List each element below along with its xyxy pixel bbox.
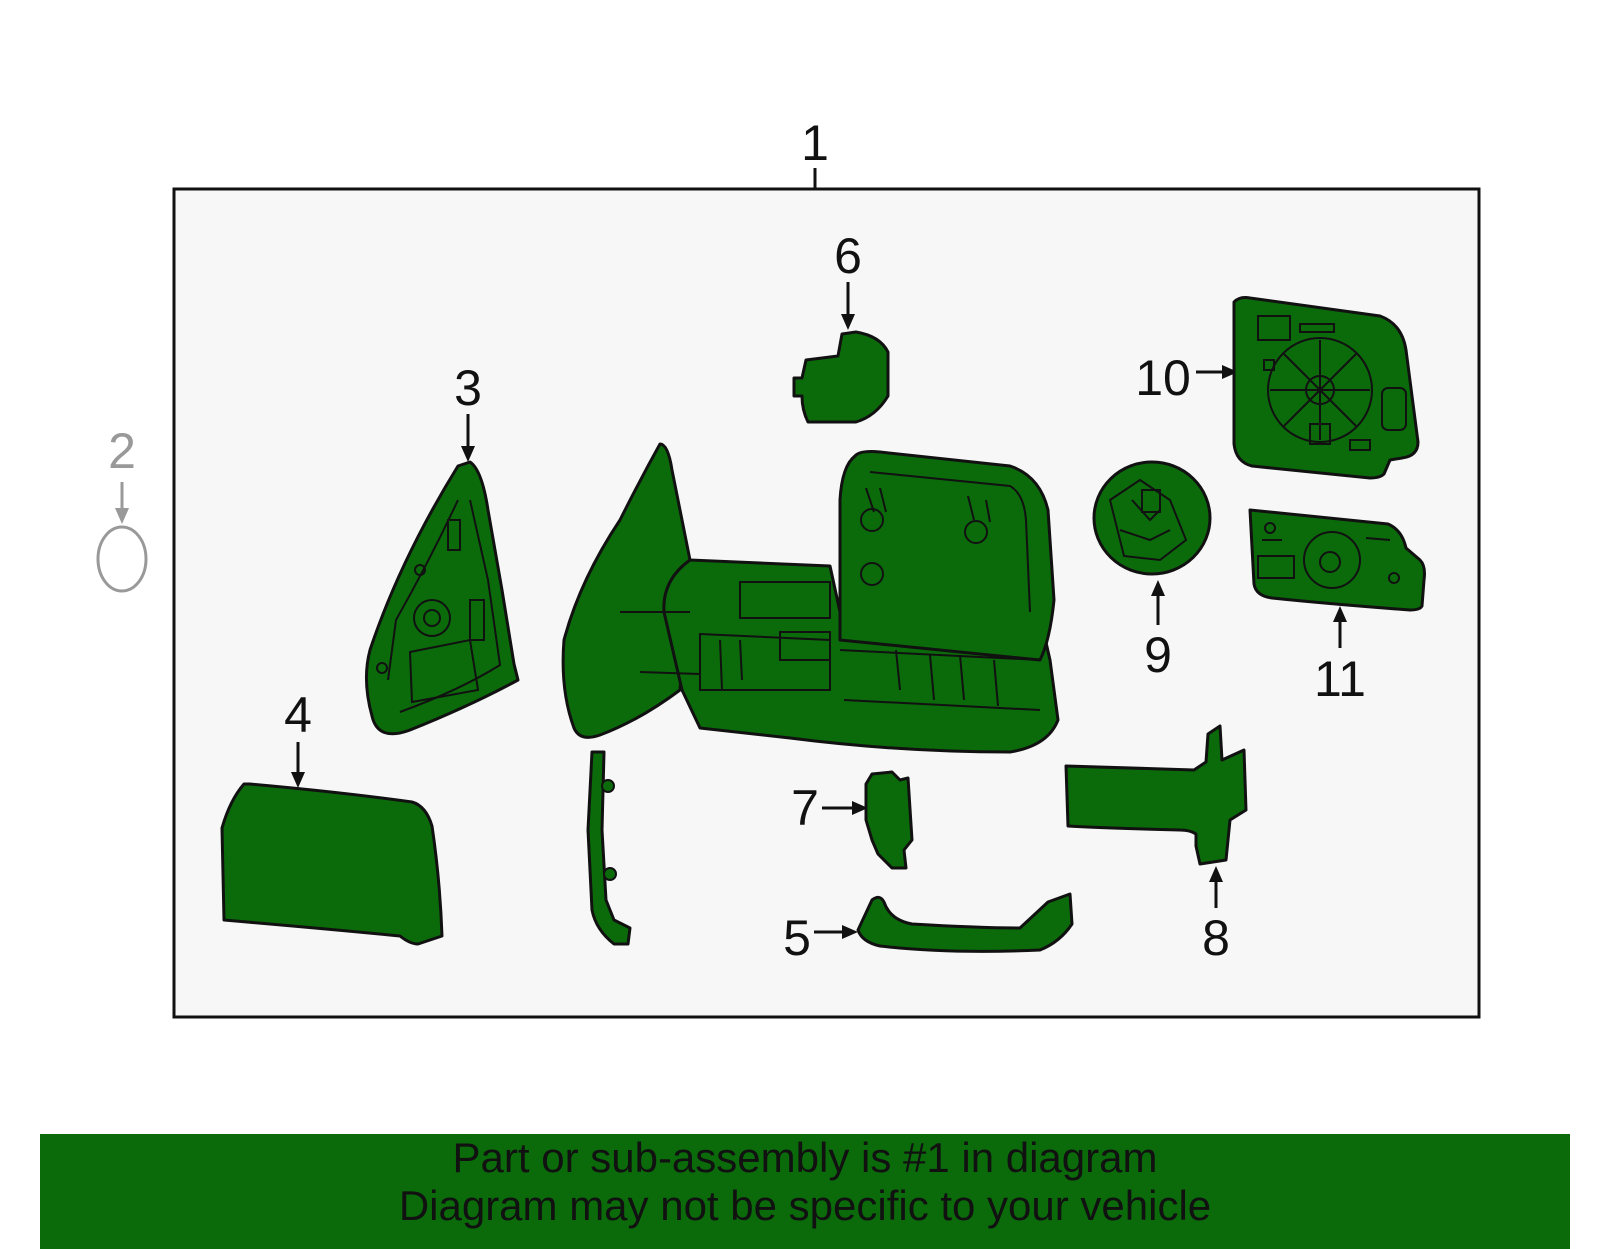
callout-11[interactable]: 11	[1314, 651, 1366, 707]
leader-arrows	[115, 282, 1347, 939]
callout-1[interactable]: 1	[801, 115, 829, 171]
callout-4[interactable]: 4	[284, 687, 312, 743]
callout-6[interactable]: 6	[834, 228, 862, 284]
part-1-mirror-assembly[interactable]	[561, 442, 1060, 946]
callout-10[interactable]: 10	[1135, 350, 1191, 406]
banner-line-2: Diagram may not be specific to your vehi…	[398, 1182, 1212, 1229]
part-10-mirror-glass[interactable]	[1232, 296, 1420, 480]
banner-line-1: Part or sub-assembly is #1 in diagram	[452, 1134, 1158, 1181]
callout-3[interactable]: 3	[454, 360, 482, 416]
part-5-lower-trim[interactable]	[856, 892, 1074, 953]
part-9-motor-disc[interactable]	[1092, 460, 1212, 576]
part-8-signal-bar[interactable]	[1064, 724, 1248, 866]
disclaimer-banner: Part or sub-assembly is #1 in diagram Di…	[40, 1134, 1570, 1249]
part-2-ring[interactable]	[96, 525, 148, 593]
part-7-clip[interactable]	[864, 770, 914, 870]
part-4-skull-cap[interactable]	[220, 782, 444, 946]
callout-7[interactable]: 7	[791, 780, 819, 836]
callout-2[interactable]: 2	[108, 423, 136, 479]
callout-8[interactable]: 8	[1202, 910, 1230, 966]
part-3-housing-frame[interactable]	[364, 460, 520, 736]
callout-5[interactable]: 5	[783, 910, 811, 966]
callout-9[interactable]: 9	[1144, 627, 1172, 683]
part-11-spotter-glass[interactable]	[1248, 508, 1426, 612]
part-6-cap[interactable]	[792, 330, 890, 424]
